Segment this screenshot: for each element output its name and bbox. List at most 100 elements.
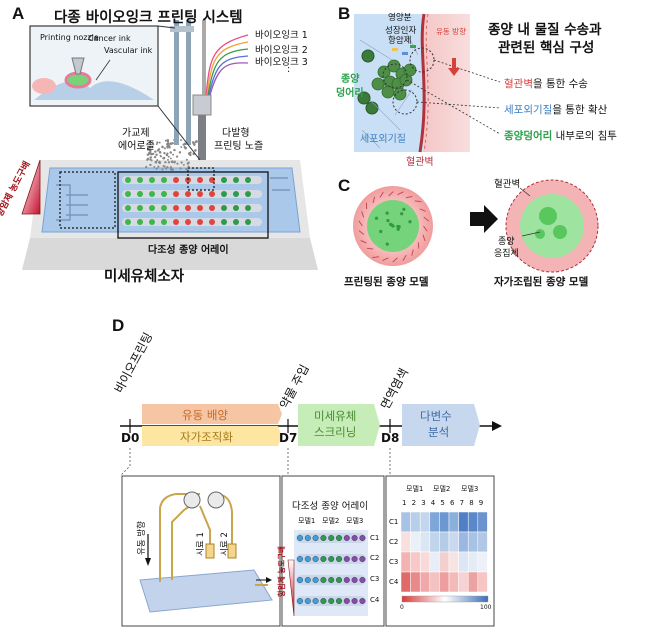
panel-b-title-1: 종양 내 물질 수송과 [488, 22, 602, 38]
array-well [149, 191, 155, 197]
screen-well [351, 577, 358, 584]
heatmap-frame [385, 475, 495, 627]
heatmap-cell [400, 571, 411, 593]
array-well [125, 191, 131, 197]
vessel-stroke [372, 256, 380, 259]
heatmap-cell [410, 571, 421, 593]
tumor-cell-small [357, 91, 371, 105]
heatmap-cell [439, 551, 450, 573]
heatmap-cell [429, 551, 440, 573]
flow-direction-label-d: 유동 방향 [136, 521, 147, 555]
aggregate-3 [535, 229, 545, 239]
colorbar [401, 595, 489, 603]
screen-well [343, 577, 350, 584]
array-wells [122, 176, 262, 226]
screen-well [328, 556, 335, 563]
model3-label-array: 모델3 [346, 517, 364, 525]
aerosol-dot [149, 141, 152, 144]
array-well [197, 177, 203, 183]
array-row-2 [122, 190, 262, 198]
heatmap-cell [458, 551, 469, 573]
vessel-label-b: 혈관벽 [406, 157, 434, 168]
transition-arrow [470, 205, 498, 233]
flow-label-b: 유동 방향 [436, 27, 466, 36]
model2-label-heat: 모델2 [433, 485, 451, 493]
screen-well [351, 598, 358, 605]
array-well [161, 177, 167, 183]
array-well [149, 205, 155, 211]
heat-row-c4: C4 [389, 578, 399, 586]
aerosol-dot [183, 145, 186, 149]
model1-label-array: 모델1 [298, 517, 316, 525]
tumor-label-2: 덩어리 [336, 88, 364, 99]
array-well [185, 191, 191, 197]
array-well [149, 177, 155, 183]
aerosol-dot [155, 167, 158, 170]
vessel-wall-label-c: 혈관벽 [494, 179, 521, 190]
inset-callout-2 [157, 105, 201, 161]
vessel-stroke [372, 196, 376, 204]
callout-leaders [406, 59, 501, 135]
analysis-label-1: 다변수 [420, 409, 452, 423]
vessel-stroke [423, 216, 430, 222]
factor-label-1: 영양분 [388, 13, 412, 23]
model2-label-array: 모델2 [322, 517, 340, 525]
day-d7: D7 [279, 431, 298, 445]
inset-label-vascular: Vascular ink [104, 46, 153, 55]
array-well [173, 191, 179, 197]
aerosol-dot [183, 142, 187, 146]
aerosol-dot [161, 168, 164, 171]
printed-model-dots [374, 207, 412, 246]
vessel-region [424, 14, 470, 152]
screen-well [297, 556, 304, 563]
vessel-stroke [402, 254, 407, 261]
device-base [22, 238, 318, 270]
array-well [233, 177, 239, 183]
heatmap-cell [419, 531, 431, 553]
crosslinker-label-2: 에어로졸 [118, 141, 155, 152]
array-well [125, 205, 131, 211]
aerosol-dot [147, 148, 149, 151]
array-conc-c2: C2 [370, 554, 380, 562]
item-vessel-rest: 을 통한 수송 [532, 78, 588, 90]
item-tumor-keyword: 종양덩어리 [504, 130, 553, 142]
printed-dot [379, 229, 383, 234]
aerosol-dot [169, 166, 172, 169]
screen-well [336, 556, 343, 563]
array-well [137, 191, 143, 197]
screen-well [328, 535, 335, 542]
screening-frame [281, 475, 385, 627]
tumor-cell [393, 87, 407, 101]
aerosol-dot [169, 167, 172, 170]
array-well [221, 205, 227, 211]
aerosol-dot [180, 161, 183, 164]
bioink-3-label: 바이오잉크 3 [255, 57, 308, 68]
panel-c-letter: C [338, 176, 351, 195]
heatmap-cell [458, 571, 469, 593]
day-d8: D8 [381, 431, 400, 445]
printed-dot [396, 224, 400, 229]
screening-label-2: 스크리닝 [314, 425, 357, 439]
item-ecm-keyword: 세포외기질 [504, 104, 553, 116]
aerosol-dot [158, 141, 161, 144]
tumor-cell-small [361, 49, 375, 63]
inset-callout-1 [157, 25, 176, 29]
vessel-stroke [423, 225, 428, 232]
panel-b-letter: B [338, 4, 351, 23]
factor-label-3: 항암제 [388, 36, 412, 46]
timeline-arrowhead [492, 421, 502, 431]
ecm-label-b: 세포외기질 [360, 134, 406, 145]
screening-wells [296, 533, 366, 606]
aerosol-dot [178, 151, 182, 154]
array-well [221, 191, 227, 197]
array-well [245, 205, 251, 211]
aerosol-dot [182, 163, 185, 166]
array-title-d: 다조성 종양 어레이 [292, 501, 368, 512]
self-assembled-caption: 자가조립된 종양 모델 [494, 276, 589, 288]
array-row-3 [122, 204, 262, 212]
flow-culture-label: 유동 배양 [182, 408, 228, 422]
printed-dot [386, 218, 390, 223]
printed-dot [385, 242, 389, 246]
aerosol-dot [194, 141, 197, 144]
